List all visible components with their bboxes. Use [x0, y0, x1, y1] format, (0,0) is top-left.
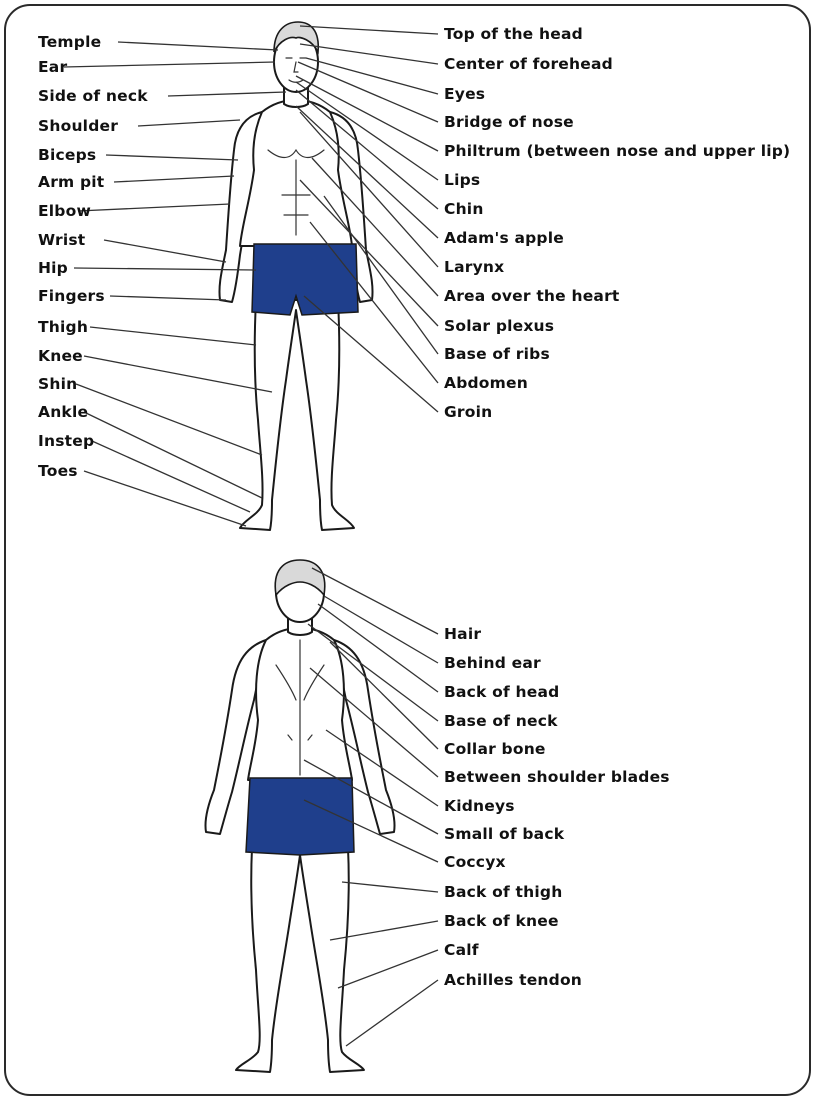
label-top-of-head: Top of the head [444, 25, 583, 43]
label-chin: Chin [444, 200, 484, 218]
label-lips: Lips [444, 171, 480, 189]
label-back-of-knee: Back of knee [444, 912, 559, 930]
label-base-of-ribs: Base of ribs [444, 345, 550, 363]
front-body-figure [219, 22, 372, 530]
label-ankle: Ankle [38, 403, 88, 421]
label-achilles-tendon: Achilles tendon [444, 971, 582, 989]
label-side-of-neck: Side of neck [38, 87, 148, 105]
label-elbow: Elbow [38, 202, 91, 220]
front-right-labels: Top of the head Center of forehead Eyes … [444, 25, 790, 421]
label-hip: Hip [38, 259, 68, 277]
label-adams-apple: Adam's apple [444, 229, 564, 247]
label-collar-bone: Collar bone [444, 740, 546, 758]
label-eyes: Eyes [444, 85, 485, 103]
label-calf: Calf [444, 941, 479, 959]
front-left-labels: Temple Ear Side of neck Shoulder Biceps … [38, 33, 148, 480]
label-ear: Ear [38, 58, 67, 76]
back-legs [236, 848, 364, 1072]
label-temple: Temple [38, 33, 101, 51]
back-body-figure [205, 560, 394, 1072]
label-center-of-forehead: Center of forehead [444, 55, 613, 73]
label-back-of-thigh: Back of thigh [444, 883, 562, 901]
label-solar-plexus: Solar plexus [444, 317, 554, 335]
label-thigh: Thigh [38, 318, 88, 336]
label-area-over-heart: Area over the heart [444, 287, 620, 305]
label-coccyx: Coccyx [444, 853, 506, 871]
label-toes: Toes [38, 462, 78, 480]
label-arm-pit: Arm pit [38, 173, 105, 191]
label-abdomen: Abdomen [444, 374, 528, 392]
label-between-shoulder-blades: Between shoulder blades [444, 768, 670, 786]
label-fingers: Fingers [38, 287, 105, 305]
back-right-labels: Hair Behind ear Back of head Base of nec… [444, 625, 670, 989]
label-bridge-of-nose: Bridge of nose [444, 113, 574, 131]
label-biceps: Biceps [38, 146, 96, 164]
label-small-of-back: Small of back [444, 825, 565, 843]
label-groin: Groin [444, 403, 492, 421]
back-shorts [246, 778, 354, 855]
label-hair: Hair [444, 625, 481, 643]
label-philtrum: Philtrum (between nose and upper lip) [444, 142, 790, 160]
label-wrist: Wrist [38, 231, 86, 249]
label-shoulder: Shoulder [38, 117, 118, 135]
label-base-of-neck: Base of neck [444, 712, 558, 730]
front-shorts [252, 244, 358, 315]
label-behind-ear: Behind ear [444, 654, 541, 672]
label-knee: Knee [38, 347, 83, 365]
label-back-of-head: Back of head [444, 683, 559, 701]
label-shin: Shin [38, 375, 77, 393]
label-larynx: Larynx [444, 258, 504, 276]
label-kidneys: Kidneys [444, 797, 515, 815]
label-instep: Instep [38, 432, 94, 450]
